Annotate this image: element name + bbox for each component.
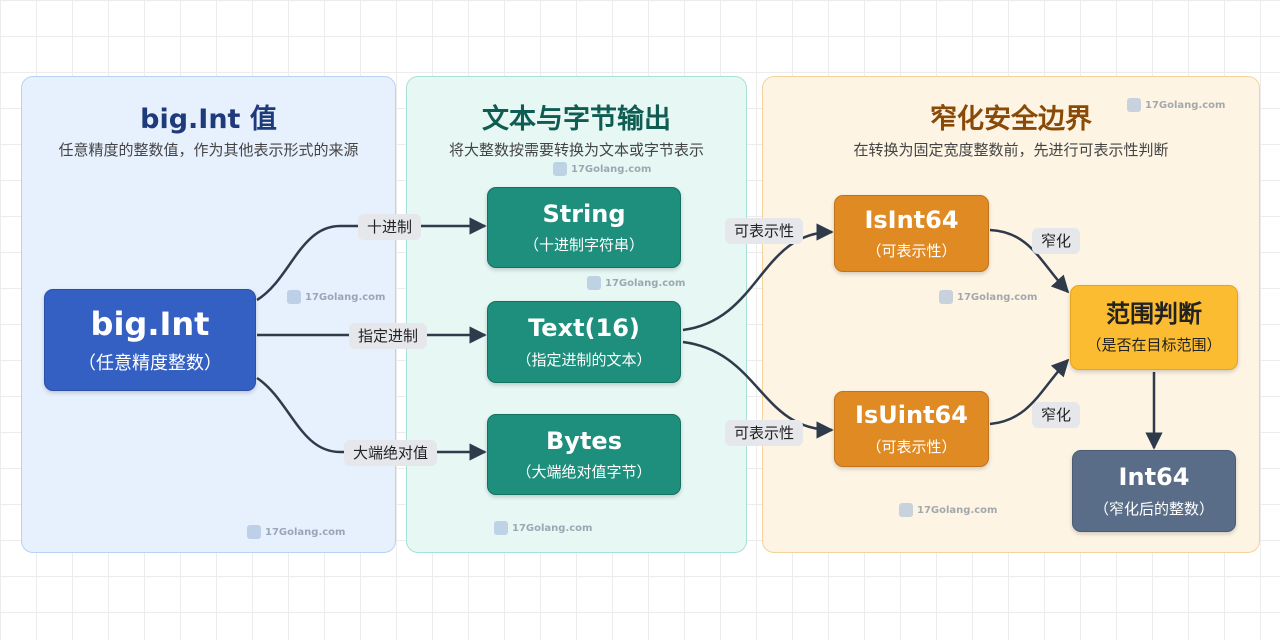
watermark: 17Golang.com — [899, 503, 997, 517]
node-subtitle: （可表示性） — [866, 242, 957, 261]
watermark: 17Golang.com — [287, 290, 385, 304]
node-int64: Int64 （窄化后的整数） — [1072, 450, 1236, 532]
edge-label-bigendian: 大端绝对值 — [344, 440, 438, 466]
watermark-logo-icon — [247, 525, 261, 539]
node-title: Bytes — [546, 426, 622, 455]
edge-label-narrow-uint64: 窄化 — [1032, 402, 1081, 428]
edge-label-narrow-int64: 窄化 — [1032, 228, 1081, 254]
watermark-logo-icon — [587, 276, 601, 290]
node-title: Int64 — [1118, 463, 1190, 492]
node-title: IsInt64 — [864, 205, 959, 234]
node-subtitle: （窄化后的整数） — [1093, 499, 1214, 518]
watermark-logo-icon — [899, 503, 913, 517]
edge-label-repr-int64: 可表示性 — [725, 218, 804, 244]
panel-title: 文本与字节输出 — [482, 104, 671, 135]
node-title: String — [542, 199, 626, 228]
node-title: IsUint64 — [855, 401, 968, 430]
watermark: 17Golang.com — [247, 525, 345, 539]
panel-subtitle: 任意精度的整数值，作为其他表示形式的来源 — [58, 141, 359, 159]
panel-title: 窄化安全边界 — [930, 104, 1092, 135]
node-bytes: Bytes （大端绝对值字节） — [487, 414, 681, 495]
panel-text-bytes-output: 文本与字节输出 将大整数按需要转换为文本或字节表示 — [406, 76, 747, 553]
watermark: 17Golang.com — [494, 521, 592, 535]
watermark: 17Golang.com — [553, 162, 651, 176]
edge-isuint64-to-range — [989, 358, 1070, 426]
watermark-logo-icon — [287, 290, 301, 304]
watermark-logo-icon — [1127, 98, 1141, 112]
node-string: String （十进制字符串） — [487, 187, 681, 268]
node-isint64: IsInt64 （可表示性） — [834, 195, 989, 272]
edge-text16-to-isint64 — [682, 223, 834, 332]
panel-subtitle: 在转换为固定宽度整数前，先进行可表示性判断 — [853, 141, 1169, 159]
node-isuint64: IsUint64 （可表示性） — [834, 391, 989, 467]
watermark: 17Golang.com — [1127, 98, 1225, 112]
edge-label-decimal: 十进制 — [358, 214, 422, 240]
watermark: 17Golang.com — [587, 276, 685, 290]
node-title: big.Int — [90, 304, 210, 343]
panel-title: big.Int 值 — [140, 104, 277, 135]
watermark: 17Golang.com — [939, 290, 1037, 304]
edge-bigint-to-bytes — [256, 376, 487, 461]
node-bigint: big.Int （任意精度整数） — [44, 289, 256, 391]
node-range-check: 范围判断 （是否在目标范围） — [1070, 285, 1238, 370]
node-text16: Text(16) （指定进制的文本） — [487, 301, 681, 383]
node-subtitle: （大端绝对值字节） — [516, 463, 652, 482]
edge-label-repr-uint64: 可表示性 — [725, 420, 804, 446]
watermark-logo-icon — [494, 521, 508, 535]
panel-subtitle: 将大整数按需要转换为文本或字节表示 — [448, 141, 704, 159]
edge-text16-to-isuint64 — [682, 340, 834, 439]
node-subtitle: （指定进制的文本） — [516, 350, 652, 369]
edge-label-base: 指定进制 — [349, 323, 428, 349]
watermark-logo-icon — [939, 290, 953, 304]
node-subtitle: （十进制字符串） — [523, 236, 644, 255]
node-subtitle: （是否在目标范围） — [1086, 336, 1222, 355]
edge-bigint-to-string — [256, 217, 487, 302]
node-subtitle: （任意精度整数） — [78, 353, 222, 375]
node-title: 范围判断 — [1106, 299, 1202, 328]
node-subtitle: （可表示性） — [866, 437, 957, 456]
watermark-logo-icon — [553, 162, 567, 176]
node-title: Text(16) — [528, 314, 640, 343]
